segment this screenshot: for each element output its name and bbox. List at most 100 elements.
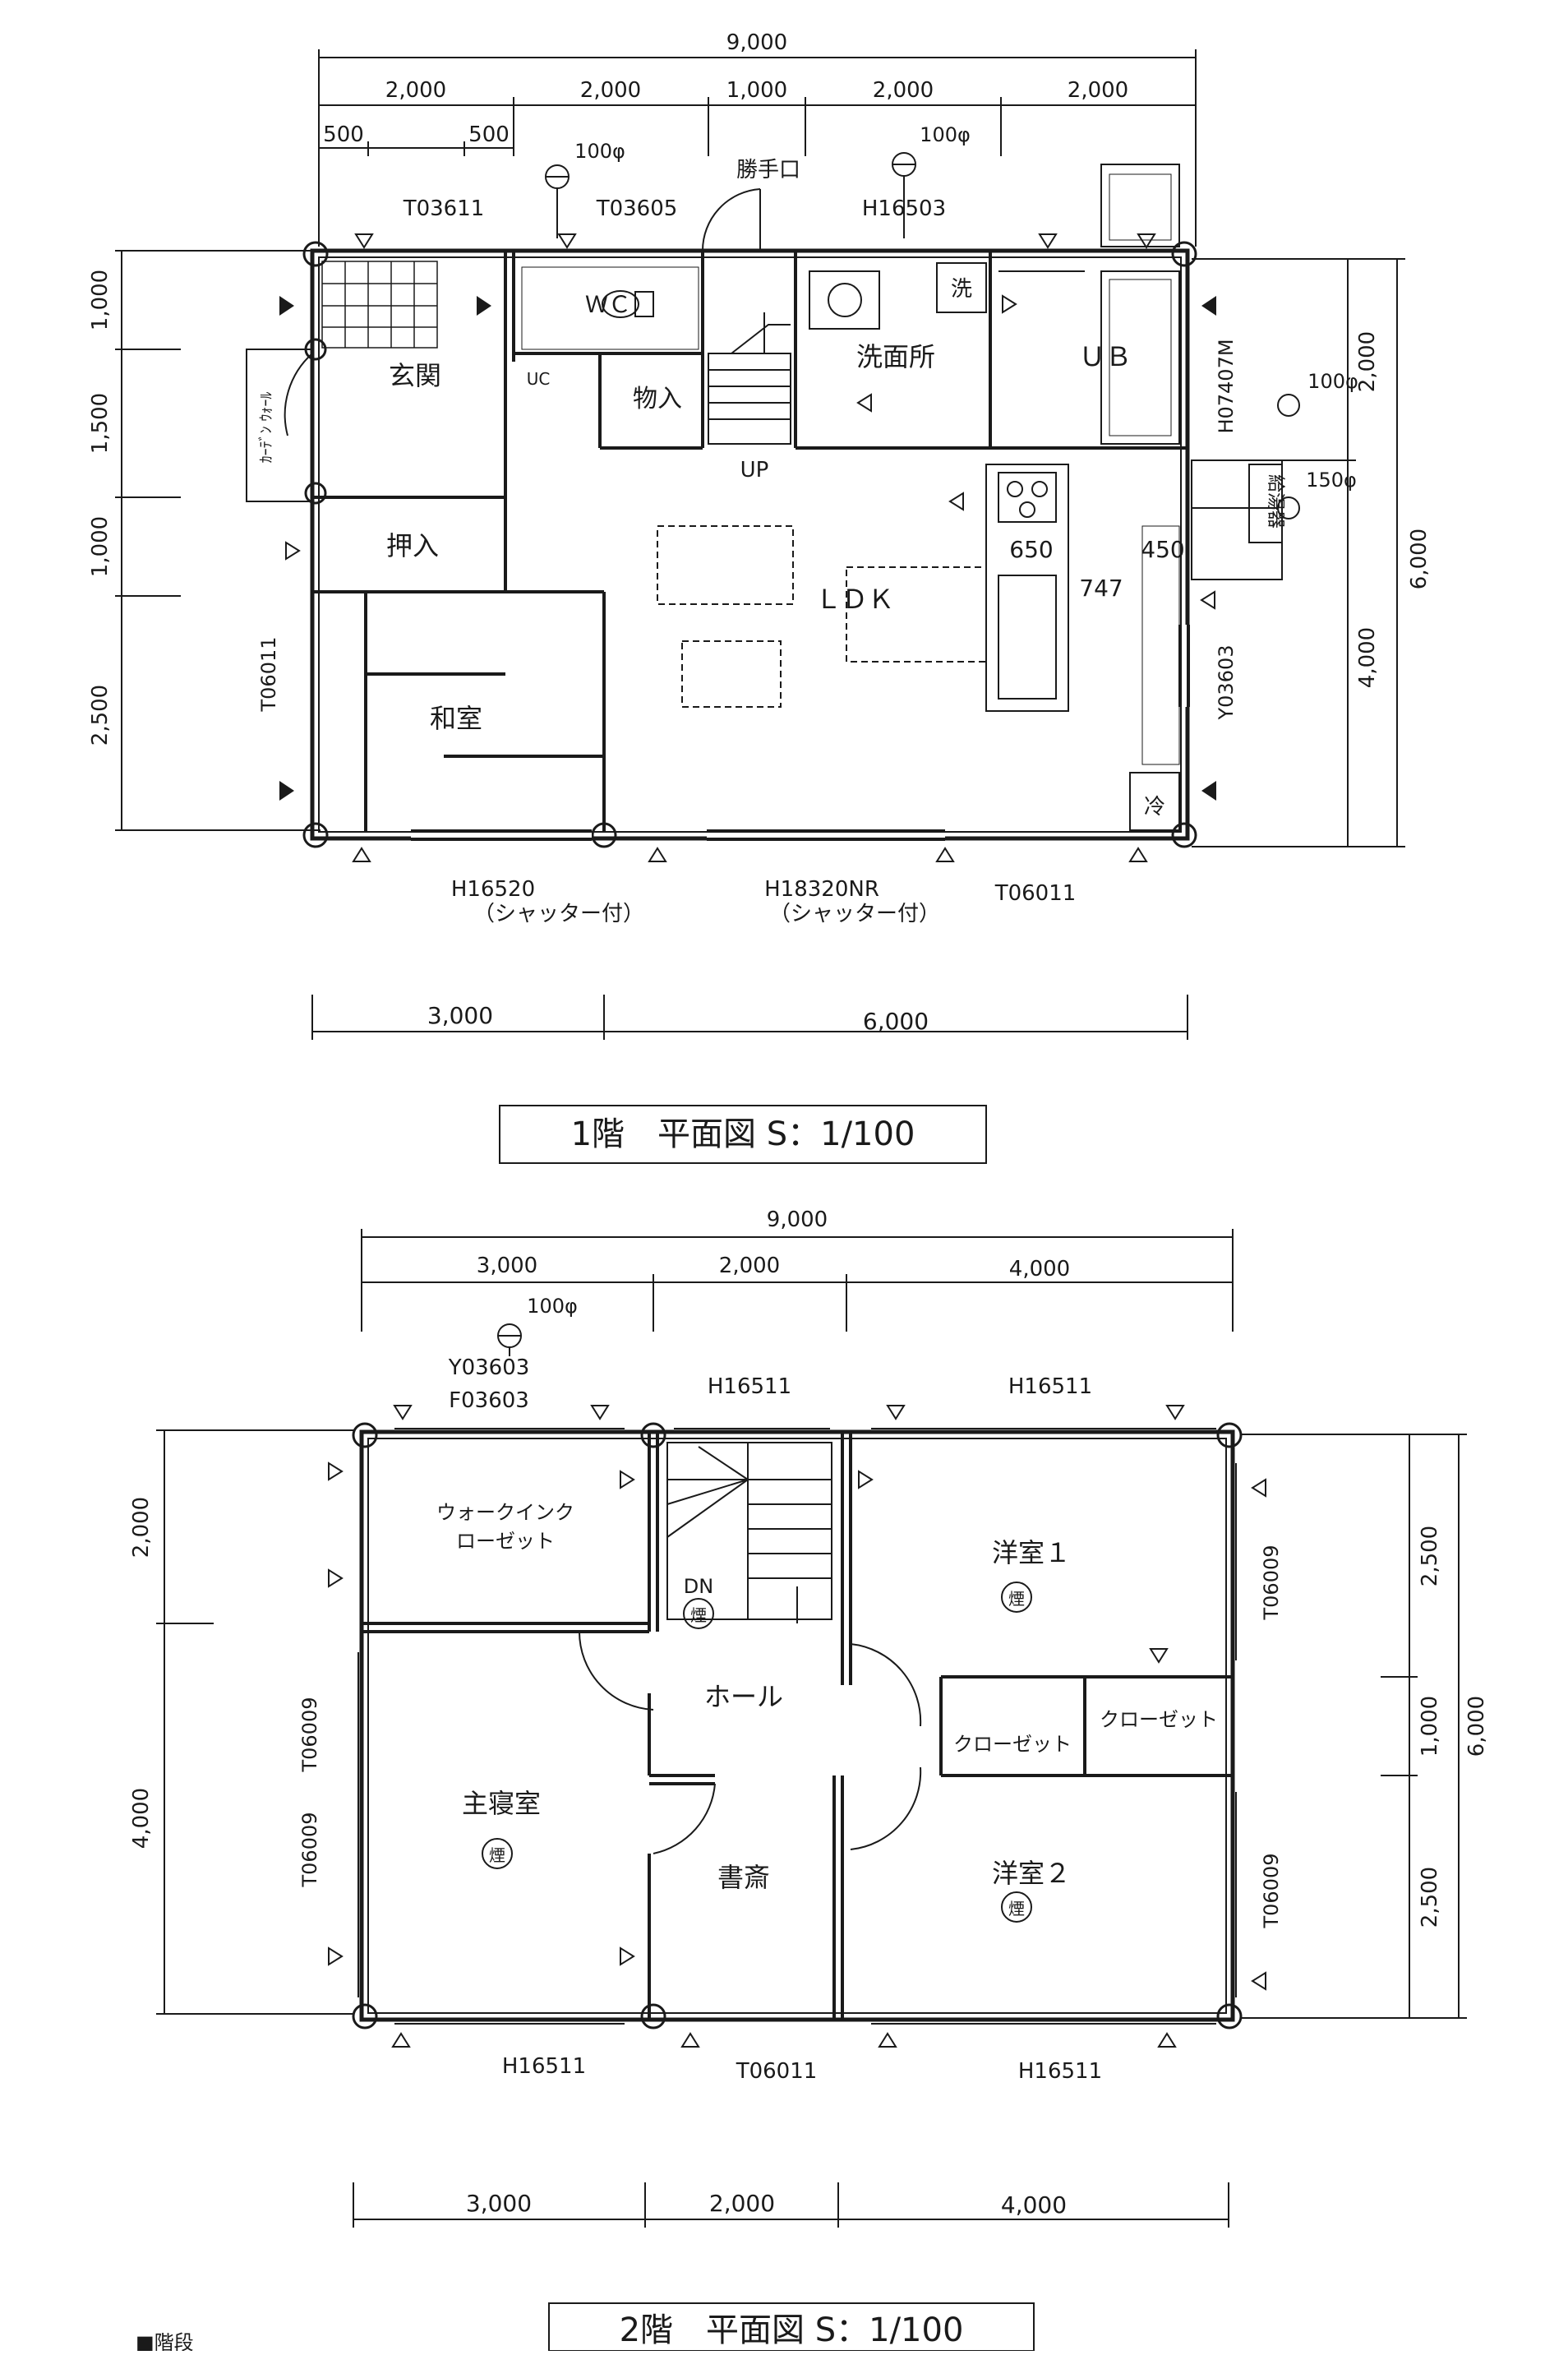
floor1-windows [411, 625, 1190, 841]
fit-t03605: T03605 [596, 196, 678, 221]
room-wc: ＷＣ [585, 291, 631, 318]
floor1-plan: 9,000 2,000 2,000 1,000 2,000 2,000 500 … [88, 30, 1432, 1164]
floor2-interior-walls [362, 1432, 1233, 2020]
footer-text: ■階段 [136, 2331, 194, 2351]
floor2-exterior-walls [359, 1429, 1235, 2022]
f2-fit-h16511-b2: H16511 [1018, 2059, 1102, 2084]
kitchen-counter [985, 464, 1180, 831]
vent-2: 100φ [920, 123, 971, 146]
smoke-label-shushin: 煙 [489, 1845, 505, 1865]
smoke-label-yoshitsu2: 煙 [1008, 1899, 1025, 1919]
f1-side-label: ｶｰﾃﾞﾝ ｳｫｰﾙ [258, 392, 275, 464]
fit-y03603: Y03603 [1215, 644, 1238, 720]
room-genkan: 玄関 [389, 360, 441, 391]
fit-h07407m: H07407M [1215, 339, 1238, 433]
washbasin [809, 262, 987, 330]
vent-4: 150φ [1306, 469, 1357, 492]
f1-dim-left-1: 1,000 [88, 270, 113, 330]
fit-t06011-bottom: T06011 [994, 881, 1077, 906]
f2-dim-top-3: 4,000 [1009, 1257, 1070, 1281]
floor2-doors [578, 1631, 922, 1854]
room-oshiire: 押入 [386, 530, 439, 561]
fit-dim450: 450 [1141, 536, 1184, 563]
f2-fit-h16511-b1: H16511 [502, 2054, 586, 2079]
floor1-left-dimensions [115, 250, 321, 831]
f2-fit-t06009-r2: T06009 [1260, 1853, 1283, 1928]
f1-dim-top-1: 2,000 [385, 78, 446, 103]
room-shosai: 書斎 [717, 1862, 770, 1893]
floor1-bottom-dimensions [311, 995, 1188, 1040]
label-uc: UC [527, 369, 551, 389]
room-yoshitsu1: 洋室１ [992, 1537, 1071, 1568]
floor1-vent-fans [545, 152, 1300, 519]
f2-dim-bottom-3: 4,000 [1001, 2191, 1067, 2219]
smoke-detector-hall [683, 1598, 714, 1629]
smoke-detector-yoshitsu2 [1001, 1891, 1032, 1923]
fit-dim747: 747 [1079, 575, 1123, 602]
f2-fit-t06011-b: T06011 [736, 2059, 818, 2084]
f2-fit-f03603: F03603 [449, 1388, 529, 1413]
floor2-plan: 9,000 3,000 2,000 4,000 2,000 4,000 2,50… [129, 1208, 1489, 2354]
f1-dim-top-2: 2,000 [580, 78, 641, 103]
f2-dim-left-1: 2,000 [129, 1497, 154, 1558]
room-wic-line1: ウォークインク [436, 1501, 574, 1524]
f1-dim-right-1: 2,000 [1355, 331, 1380, 392]
room-ldk: ＬＤＫ [815, 584, 894, 615]
floor2-right-dimensions [1241, 1434, 1467, 2019]
f2-fit-y03603: Y03603 [448, 1355, 530, 1380]
floor2-markers [328, 1405, 1266, 2048]
closet-doors [945, 1676, 1229, 1776]
f2-fit-h16511-top1: H16511 [708, 1374, 791, 1399]
f1-dim-right-outer: 6,000 [1407, 529, 1432, 589]
f2-dim-right-3: 2,500 [1418, 1867, 1442, 1928]
f2-dim-left-2: 4,000 [129, 1788, 154, 1849]
f2-fit-t06009-r1: T06009 [1260, 1545, 1283, 1620]
floor1-title-box [499, 1105, 987, 1164]
water-heater [1191, 459, 1283, 580]
entrance-door [246, 349, 313, 502]
f2-dim-right-1: 2,500 [1418, 1526, 1442, 1586]
room-monoire: 物入 [633, 385, 682, 413]
floor1-interior-walls [312, 251, 1188, 832]
floor1-title: 1階 平面図 S：1/100 [571, 1115, 915, 1153]
wc-toilet [521, 266, 699, 350]
vent-1: 100φ [574, 140, 625, 163]
smoke-detector-shushin [482, 1838, 513, 1869]
label-sen: 洗 [951, 277, 972, 302]
bathtub [998, 164, 1180, 445]
f1-dim-bottom-1: 3,000 [427, 1002, 493, 1029]
ldk-furniture [657, 525, 987, 708]
f1-dim-top-3: 1,000 [726, 78, 787, 103]
floor2-top-dimensions [361, 1229, 1234, 1332]
f1-dim-left-2: 1,500 [88, 393, 113, 454]
f2-dim-bottom-2: 2,000 [709, 2190, 775, 2217]
fit-shutter1: （シャッター付） [473, 902, 644, 926]
floor2-windows [357, 1428, 1237, 2025]
f2-dim-top-1: 3,000 [477, 1254, 537, 1278]
floor1-top-dimensions [318, 49, 1197, 247]
room-closet2: クローゼット [1100, 1708, 1218, 1731]
f2-fit-t06009-l1: T06009 [298, 1697, 321, 1772]
f2-fit-h16511-top2: H16511 [1008, 1374, 1092, 1399]
f1-dim-left-3: 1,000 [88, 516, 113, 577]
room-washitsu: 和室 [430, 703, 482, 734]
fit-dim650: 650 [1009, 536, 1053, 563]
f1-dim-sub-a: 500 [323, 122, 364, 147]
fit-t06011-left: T06011 [257, 636, 280, 712]
room-ub: ＵＢ [1079, 341, 1132, 372]
fit-h16503: H16503 [862, 196, 946, 221]
fit-h16520: H16520 [451, 877, 535, 902]
floor2-title: 2階 平面図 S：1/100 [620, 2311, 964, 2349]
label-dn: DN [684, 1575, 713, 1598]
room-yoshitsu2: 洋室２ [992, 1858, 1071, 1889]
genkan-tile-grid [321, 261, 438, 349]
floor1-corner-posts [302, 241, 1197, 848]
floor2-bottom-dimensions [353, 2182, 1229, 2228]
fit-kyuto: 給湯器 [1265, 474, 1285, 529]
f1-dim-left-4: 2,500 [88, 685, 113, 746]
label-katteguchi: 勝手口 [736, 158, 800, 182]
room-closet1: クローゼット [953, 1733, 1072, 1756]
f2-dim-overall: 9,000 [767, 1208, 828, 1232]
fit-h18320nr: H18320NR [764, 877, 879, 902]
